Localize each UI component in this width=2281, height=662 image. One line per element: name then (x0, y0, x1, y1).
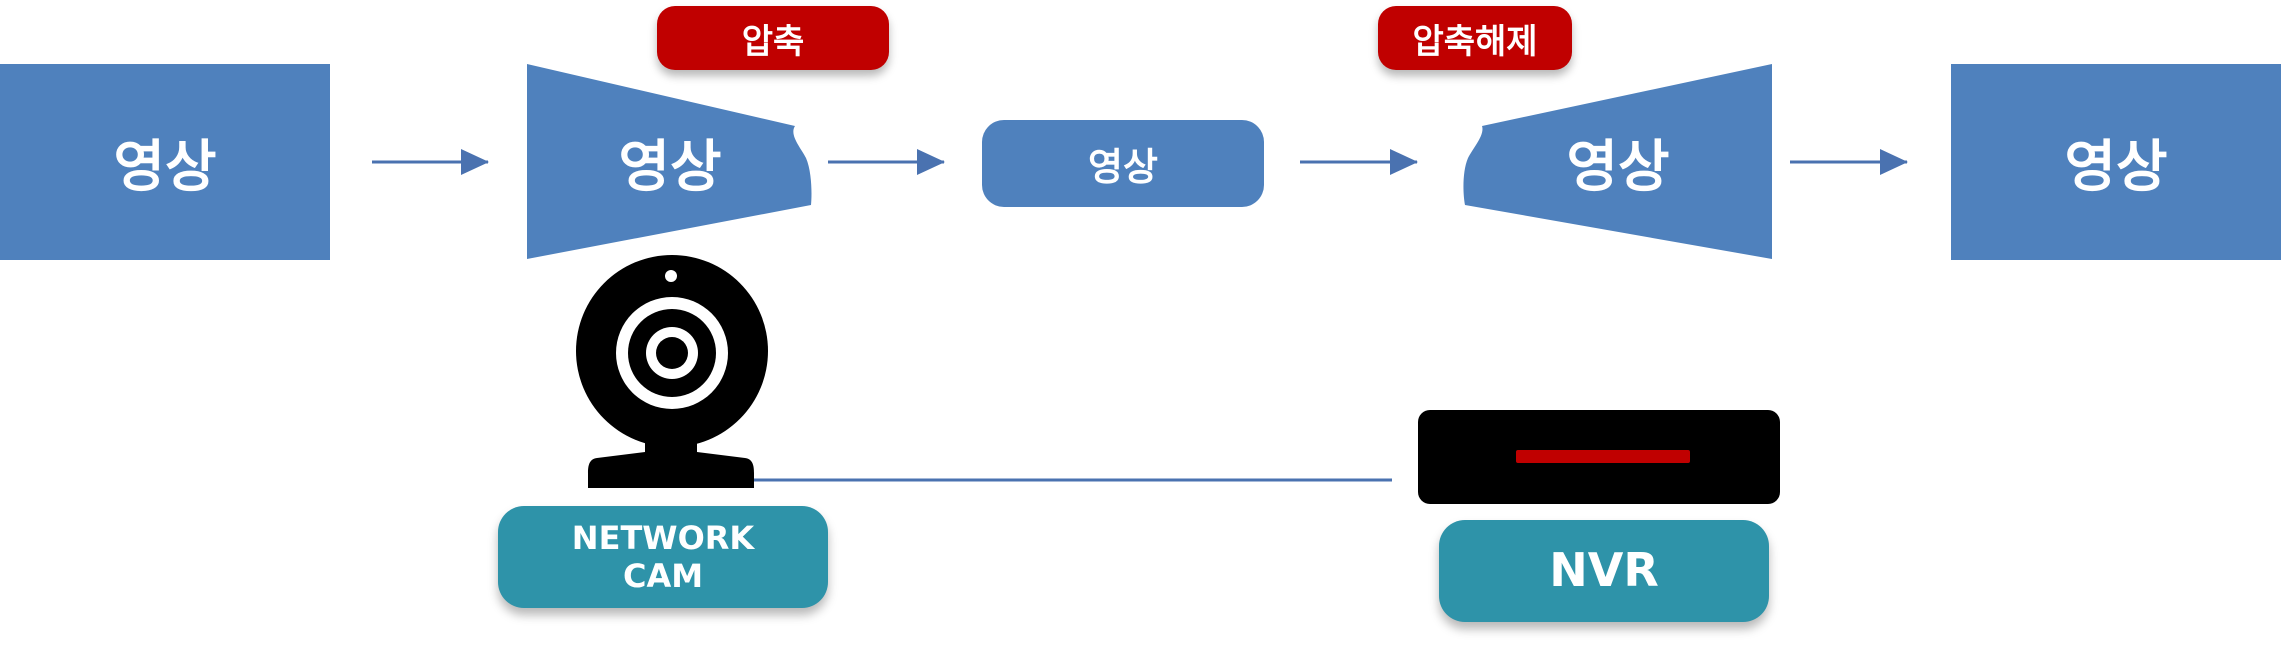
decoder-trapezoid (1463, 64, 1772, 259)
nvr-label: NVR (1439, 520, 1769, 622)
network-cam-label-line2: CAM (622, 557, 704, 595)
decoder-video-label: 영상 (1566, 134, 1670, 200)
decompress-badge: 압축해제 (1378, 6, 1572, 70)
compress-badge: 압축 (657, 6, 889, 70)
encoder-video-label: 영상 (618, 134, 722, 200)
network-cam-label: NETWORK CAM (498, 506, 828, 608)
output-video-box (1951, 64, 2281, 260)
nvr-icon (1418, 410, 1780, 504)
network-cam-label-line1: NETWORK (571, 518, 755, 557)
stream-video-label: 영상 (1088, 145, 1158, 189)
output-video-label: 영상 (2064, 134, 2168, 200)
compressed-stream-box (982, 120, 1264, 207)
webcam-icon (576, 255, 768, 488)
source-video-label: 영상 (113, 134, 217, 200)
encoder-trapezoid (527, 64, 812, 259)
source-video-box (0, 64, 330, 260)
